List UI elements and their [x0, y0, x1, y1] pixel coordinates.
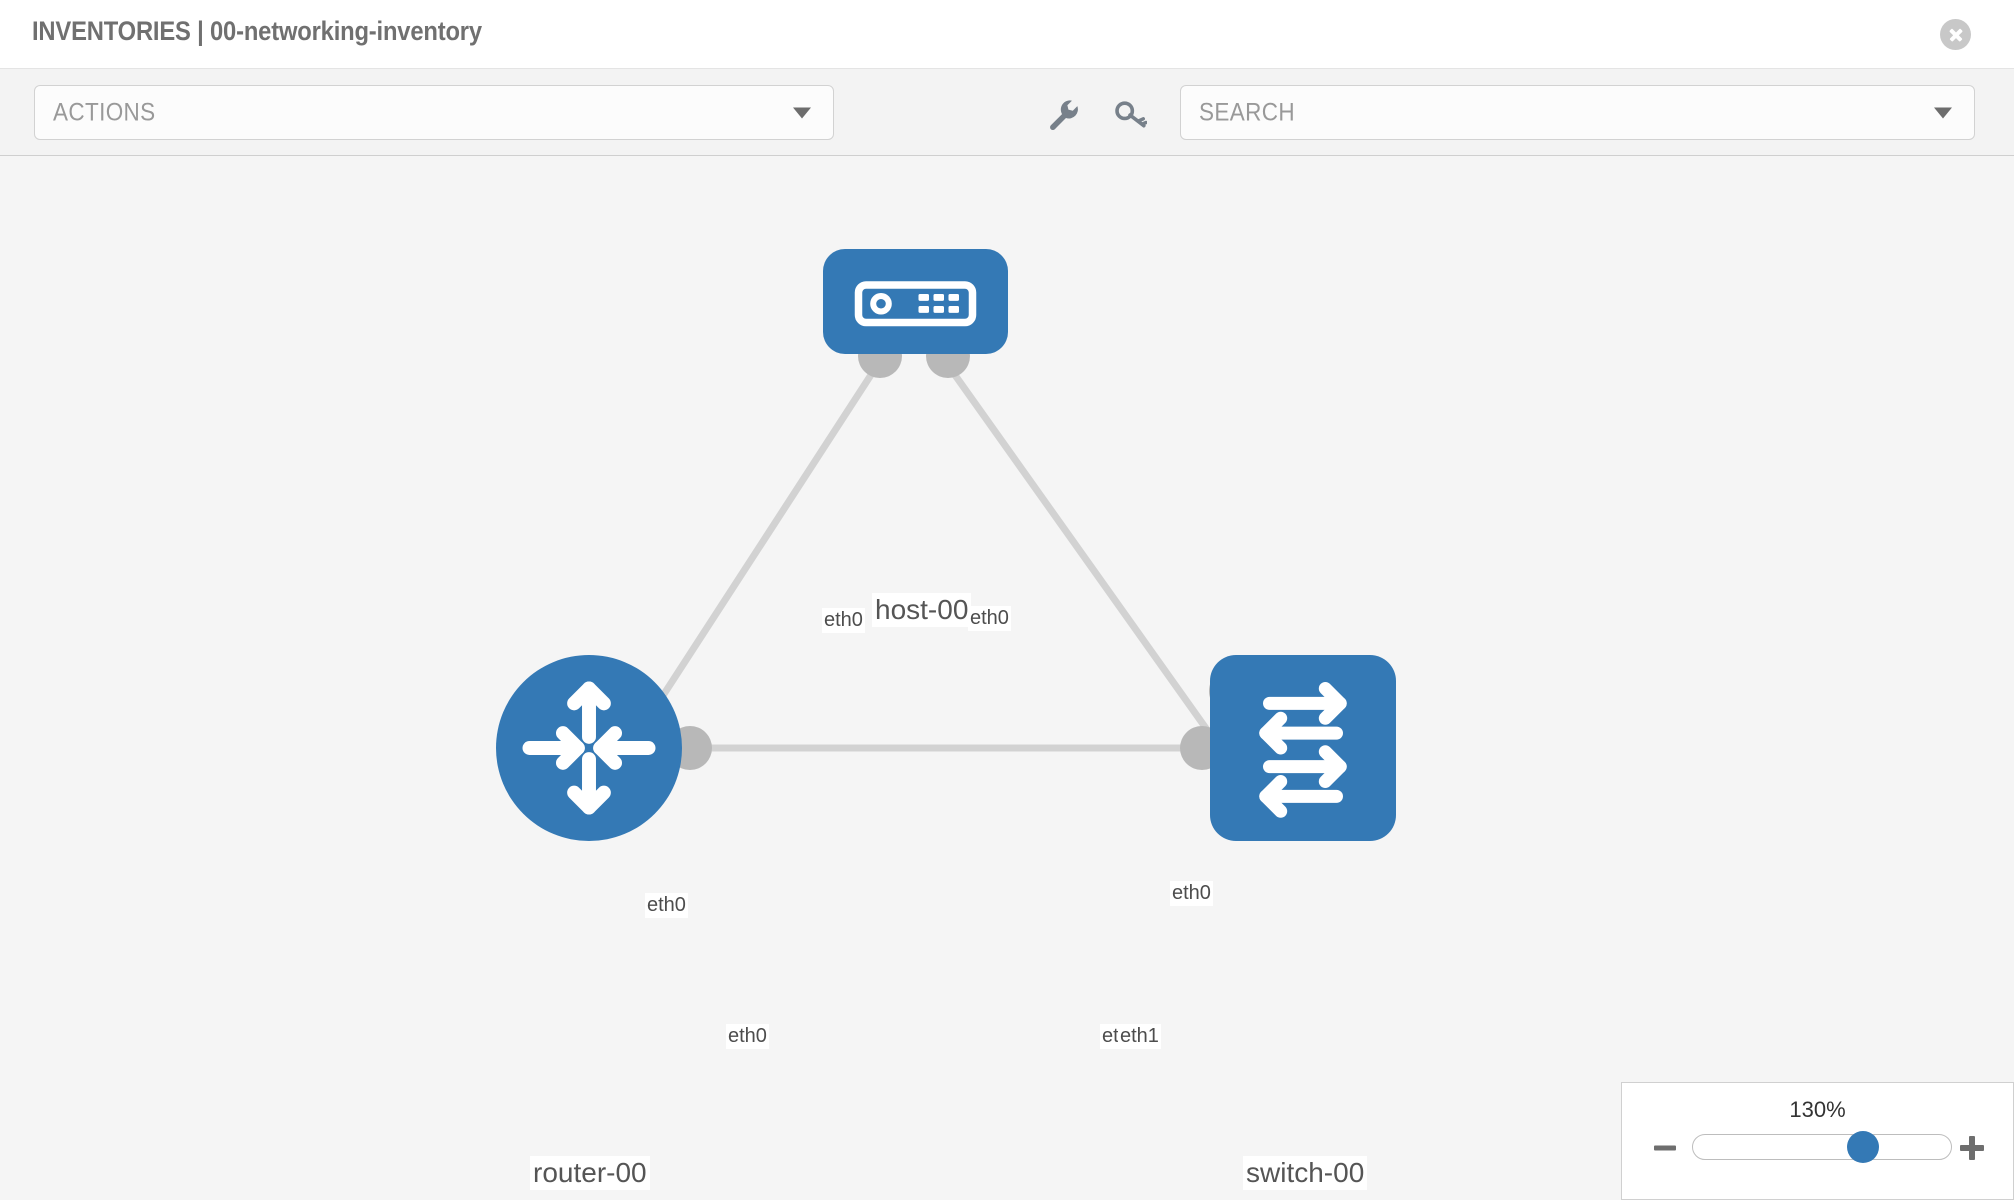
node-label-router: router-00 — [530, 1156, 650, 1190]
topology-canvas[interactable]: host-00 eth0 eth0 router-00 eth0 eth0 — [0, 156, 2014, 1200]
wrench-icon[interactable] — [1046, 97, 1080, 131]
router-arrows-icon — [522, 681, 656, 815]
switch-arrows-icon — [1259, 681, 1347, 818]
iface-label-router-right: eth0 — [726, 1024, 769, 1049]
zoom-level-label: 130% — [1789, 1097, 1846, 1122]
zoom-slider[interactable] — [1692, 1131, 1952, 1163]
node-label-switch: switch-00 — [1243, 1156, 1368, 1190]
iface-label-host-right: eth0 — [968, 606, 1011, 631]
search-placeholder: SEARCH — [1199, 98, 1295, 126]
key-icon[interactable] — [1113, 97, 1148, 131]
actions-dropdown[interactable]: ACTIONS — [34, 85, 834, 140]
node-switch[interactable] — [1210, 655, 1396, 841]
chevron-down-icon — [1934, 107, 1952, 118]
zoom-in-button[interactable] — [1959, 1135, 1985, 1161]
zoom-out-button[interactable] — [1652, 1135, 1678, 1161]
toolbar: ACTIONS SEARCH — [0, 68, 2014, 156]
iface-label-switch-up: eth0 — [1170, 881, 1213, 906]
node-host[interactable] — [823, 249, 1008, 354]
iface-label-host-left: eth0 — [822, 608, 865, 633]
page-title: INVENTORIES | 00-networking-inventory — [32, 16, 482, 46]
search-input[interactable]: SEARCH — [1180, 85, 1975, 140]
close-icon[interactable] — [1940, 19, 1971, 50]
link-router-host — [637, 359, 883, 733]
link-host-switch — [942, 358, 1218, 744]
node-router[interactable] — [496, 655, 682, 841]
zoom-control: 130% — [1621, 1082, 2014, 1200]
host-device-icon — [854, 281, 977, 327]
zoom-slider-thumb[interactable] — [1847, 1131, 1880, 1163]
actions-dropdown-label: ACTIONS — [53, 98, 156, 126]
iface-label-switch-left: eth1 — [1118, 1024, 1161, 1049]
iface-label-router-up: eth0 — [645, 893, 688, 918]
window-header: INVENTORIES | 00-networking-inventory — [0, 0, 2014, 68]
chevron-down-icon — [793, 107, 811, 118]
node-label-host: host-00 — [872, 593, 972, 627]
